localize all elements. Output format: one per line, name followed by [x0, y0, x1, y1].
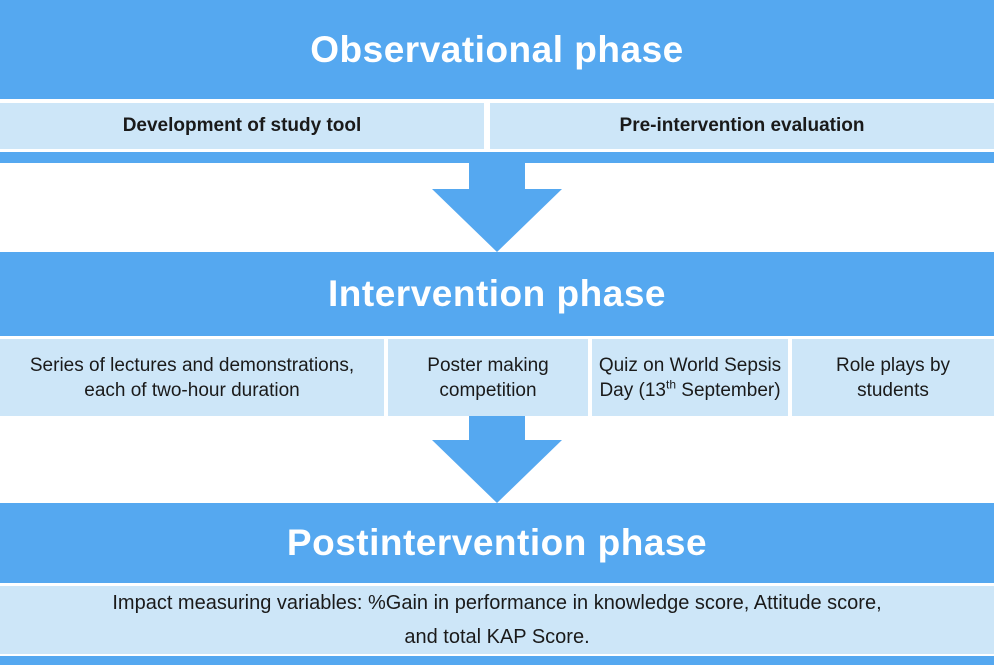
down-arrow-icon: [432, 416, 562, 503]
intervention-item-lectures: Series of lectures and demonstrations, e…: [0, 339, 384, 416]
intervention-item-quiz: Quiz on World Sepsis Day (13th September…: [592, 339, 788, 416]
intervention-phase-header: Intervention phase: [0, 252, 994, 336]
cell-divider: [384, 339, 388, 416]
observational-phase-title: Observational phase: [310, 28, 684, 70]
postintervention-phase-header: Postintervention phase: [0, 503, 994, 583]
down-arrow-icon: [432, 163, 562, 252]
cell-divider: [484, 103, 490, 149]
observational-phase-header: Observational phase: [0, 0, 994, 99]
intervention-phase-title: Intervention phase: [328, 273, 666, 314]
intervention-item-poster: Poster making competition: [388, 339, 588, 416]
intervention-item-label: Poster making competition: [427, 354, 549, 401]
intervention-item-label: Series of lectures and demonstrations, e…: [29, 354, 355, 401]
divider: [0, 336, 994, 339]
cell-divider: [588, 339, 592, 416]
cell-divider: [788, 339, 792, 416]
blue-strip: [0, 152, 994, 163]
superscript-th: th: [665, 377, 676, 392]
blue-strip: [0, 656, 994, 665]
postintervention-phase-title: Postintervention phase: [286, 522, 708, 563]
divider: [0, 583, 994, 586]
observational-item-development: Development of study tool: [0, 103, 484, 149]
arrow-zone-1: [0, 163, 994, 252]
observational-item-preintervention: Pre-intervention evaluation: [490, 103, 994, 149]
observational-item-label: Pre-intervention evaluation: [619, 115, 865, 136]
arrow-zone-2: [0, 416, 994, 503]
divider: [0, 99, 994, 103]
intervention-item-label: Role plays by students: [835, 354, 951, 401]
divider: [0, 149, 994, 152]
impact-variables-note: Impact measuring variables: %Gain in per…: [0, 586, 994, 654]
impact-variables-line1: Impact measuring variables: %Gain in per…: [112, 592, 882, 614]
intervention-item-roleplays: Role plays by students: [792, 339, 994, 416]
intervention-item-label: Quiz on World Sepsis Day (13th September…: [598, 354, 782, 401]
observational-items-row: Development of study tool Pre-interventi…: [0, 103, 994, 149]
divider: [0, 654, 994, 656]
impact-variables-line2: and total KAP Score.: [404, 626, 590, 648]
intervention-items-row: Series of lectures and demonstrations, e…: [0, 339, 994, 416]
observational-item-label: Development of study tool: [122, 115, 362, 136]
